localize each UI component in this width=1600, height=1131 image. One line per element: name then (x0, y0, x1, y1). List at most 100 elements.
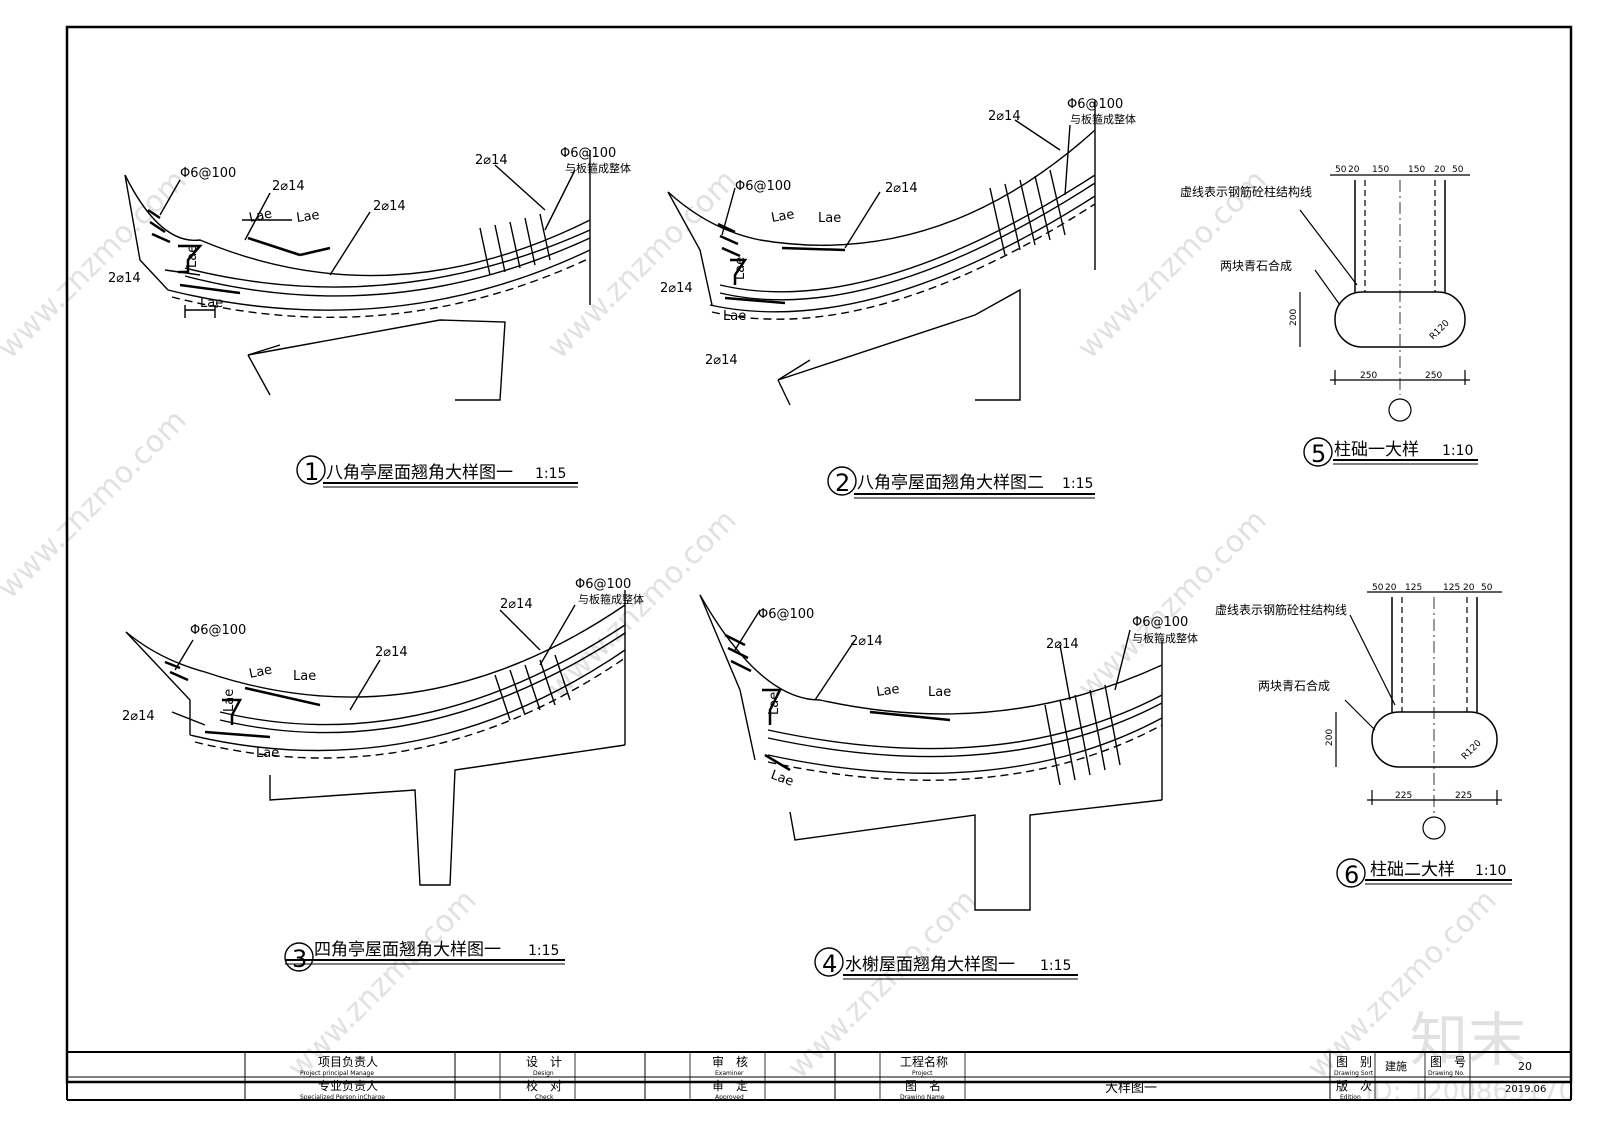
watermark-text: www.znzmo.com (281, 883, 484, 1086)
dimension-label: 50 (1335, 165, 1347, 175)
title-block (66, 1051, 1572, 1101)
detail-4-drawing (699, 594, 1163, 911)
dimension-label: 20 (1385, 583, 1397, 593)
lae-label: Lae (222, 689, 237, 712)
rebar-label: 2⌀14 (705, 353, 738, 368)
rebar-note: 与板箍成整体 (1132, 631, 1198, 645)
tb-drawing-name: 大样图一 (1105, 1081, 1157, 1096)
tb-specialist-en: Specialized Person inCharge (300, 1094, 385, 1101)
rebar-label: 2⌀14 (108, 271, 141, 286)
detail-6-title: 6 柱础二大样 1:10 (1336, 858, 1512, 889)
detail-5-labels: 50 20 150 150 20 50 200 250 250 R120 虚线表… (1180, 165, 1464, 381)
rebar-label: Φ6@100 (180, 166, 236, 181)
detail-5-drawing (1299, 174, 1470, 422)
watermark-text: www.znzmo.com (0, 163, 194, 366)
dimension-label: 20 (1434, 165, 1446, 175)
tb-check: 校 对 (526, 1078, 562, 1093)
dimension-label: 200 (1325, 729, 1335, 746)
tb-project-manager: 项目负责人 (318, 1055, 378, 1069)
rebar-label: Φ6@100 (1067, 97, 1123, 112)
dimension-label: 250 (1360, 371, 1377, 381)
lae-label: Lae (769, 768, 796, 790)
rebar-label: 2⌀14 (988, 109, 1021, 124)
tb-examine: 审 核 (712, 1054, 748, 1069)
lae-label: Lae (293, 669, 316, 684)
rebar-label: 2⌀14 (373, 199, 406, 214)
dimension-label: 150 (1372, 165, 1389, 175)
rebar-label: 2⌀14 (475, 153, 508, 168)
detail-number-circle (1303, 437, 1333, 467)
rebar-label: Φ6@100 (560, 146, 616, 161)
detail-5-title: 5 柱础一大样 1:10 (1303, 437, 1478, 468)
detail-3-drawing (125, 590, 626, 886)
tb-project-manager-en: Project principal Manage (300, 1070, 374, 1077)
tb-date-value: 2019.06 (1505, 1084, 1546, 1095)
dimension-label: R120 (1428, 318, 1452, 342)
detail-scale: 1:15 (1040, 958, 1071, 974)
watermark-text: www.znzmo.com (541, 163, 744, 366)
dimension-label: 50 (1452, 165, 1464, 175)
lae-label: Lae (185, 245, 200, 268)
detail-scale: 1:15 (1062, 476, 1093, 492)
rebar-label: 2⌀14 (122, 709, 155, 724)
rebar-label: 2⌀14 (375, 645, 408, 660)
lae-label: Lae (818, 211, 841, 226)
note-label: 虚线表示钢筋砼柱结构线 (1180, 184, 1312, 199)
tb-drawing-name-label: 图 名 (905, 1078, 941, 1093)
rebar-label: 2⌀14 (272, 179, 305, 194)
tb-project-label-en: Project (912, 1070, 933, 1077)
note-label: 两块青石合成 (1258, 678, 1330, 693)
watermark-text: www.znzmo.com (781, 883, 984, 1086)
tb-project-label: 工程名称 (900, 1054, 948, 1069)
detail-title: 八角亭屋面翘角大样图一 (326, 463, 513, 483)
detail-scale: 1:15 (535, 466, 566, 482)
lae-label: Lae (295, 208, 320, 226)
tb-design-en: Design (533, 1070, 554, 1077)
lae-label: Lae (928, 685, 951, 700)
detail-3-title: 3 四角亭屋面翘角大样图一 1:15 (284, 940, 565, 973)
detail-number: 1 (304, 458, 319, 486)
detail-2-labels: Φ6@100 2⌀14 2⌀14 2⌀14 2⌀14 Φ6@100 与板箍成整体… (660, 97, 1136, 368)
dimension-label: 20 (1348, 165, 1360, 175)
detail-title: 八角亭屋面翘角大样图二 (857, 473, 1044, 493)
note-label: 虚线表示钢筋砼柱结构线 (1215, 602, 1347, 617)
detail-number: 4 (822, 950, 837, 978)
rebar-label: Φ6@100 (758, 607, 814, 622)
detail-1-labels: Φ6@100 2⌀14 2⌀14 2⌀14 2⌀14 Φ6@100 与板箍成整体… (108, 146, 631, 311)
detail-scale: 1:15 (528, 943, 559, 959)
detail-number-circle (1336, 858, 1366, 888)
tb-approve-en: Approved (715, 1094, 744, 1101)
note-label: 两块青石合成 (1220, 258, 1292, 273)
lae-label: Lae (875, 682, 900, 700)
rebar-note: 与板箍成整体 (565, 161, 631, 175)
dimension-label: 250 (1425, 371, 1442, 381)
watermark-logo: 知末 (1410, 1006, 1526, 1074)
rebar-label: Φ6@100 (190, 623, 246, 638)
sheet-border (65, 25, 1573, 1084)
lae-label: Lae (248, 662, 274, 681)
detail-number-circle (296, 455, 326, 485)
tb-edition-label-en: Edition (1340, 1094, 1361, 1101)
tb-no-label-en: Drawing No. (1428, 1070, 1465, 1077)
tb-sort-label-en: Drawing Sort (1334, 1070, 1374, 1077)
tb-sort-value: 建施 (1385, 1059, 1407, 1073)
dimension-label: 150 (1408, 165, 1425, 175)
tb-examine-en: Examiner (715, 1070, 744, 1077)
detail-number-circle (827, 466, 857, 496)
rebar-label: 2⌀14 (885, 181, 918, 196)
rebar-note: 与板箍成整体 (1070, 112, 1136, 126)
detail-4-labels: Φ6@100 2⌀14 2⌀14 Φ6@100 与板箍成整体 Lae Lae L… (758, 607, 1198, 790)
rebar-label: Φ6@100 (1132, 615, 1188, 630)
detail-title: 柱础二大样 (1370, 860, 1455, 880)
detail-1-title: 1 八角亭屋面翘角大样图一 1:15 (296, 455, 578, 488)
tb-sort-label: 图 别 (1336, 1055, 1372, 1069)
tb-specialist: 专业负责人 (318, 1078, 378, 1093)
detail-3-labels: Φ6@100 2⌀14 2⌀14 2⌀14 Φ6@100 与板箍成整体 Lae … (122, 577, 644, 761)
detail-scale: 1:10 (1442, 443, 1473, 459)
rebar-label: 2⌀14 (1046, 637, 1079, 652)
title-block-text: 项目负责人 Project principal Manage 专业负责人 Spe… (300, 1054, 1546, 1101)
detail-title: 四角亭屋面翘角大样图一 (314, 940, 501, 960)
lae-label: Lae (256, 746, 279, 761)
tb-no-label: 图 号 (1430, 1055, 1466, 1069)
